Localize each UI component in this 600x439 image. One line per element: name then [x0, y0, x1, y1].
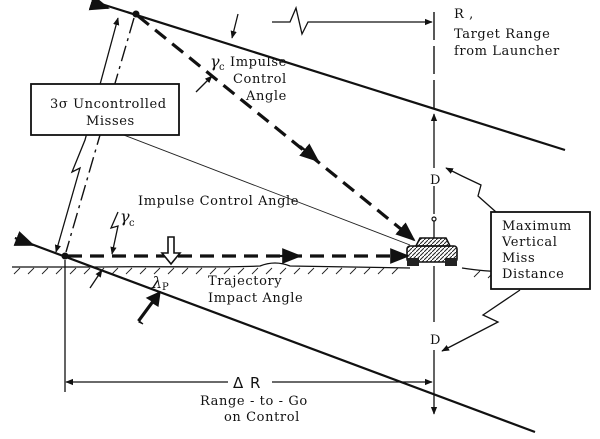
- lower-angle-label: Impulse Control Angle: [138, 194, 299, 209]
- upper-control-point: [132, 10, 140, 18]
- target-track-right: [445, 258, 457, 266]
- range-to-go-dimension: [64, 260, 433, 392]
- target-range-symbol: R ,: [454, 7, 474, 22]
- max-miss-label-2: Vertical: [501, 235, 557, 250]
- upper-angle-label-3: Angle: [245, 89, 287, 104]
- uncontrolled-misses-box: [30, 83, 180, 136]
- target-range-label-2: from Launcher: [454, 44, 560, 59]
- upper-d-label: D: [430, 173, 441, 188]
- delta-r-label: Δ R: [233, 374, 261, 392]
- upper-trajectory: [88, 0, 566, 152]
- max-miss-label-3: Miss: [502, 251, 535, 266]
- upper-gamma-subscript: c: [219, 62, 225, 73]
- uncontrolled-label-1: 3σ Uncontrolled: [50, 97, 167, 112]
- impact-angle-label-1: Trajectory: [208, 274, 282, 289]
- target-vehicle: [406, 216, 458, 266]
- leader-line-thin: [94, 123, 411, 246]
- impact-angle-arrows: [89, 236, 182, 325]
- impact-angle-arrow-top: [160, 236, 182, 266]
- target-range-arrow: [272, 5, 433, 36]
- max-miss-label-4: Distance: [502, 267, 564, 282]
- upper-trajectory-line: [94, 0, 566, 152]
- range-to-go-label-2: on Control: [224, 410, 300, 425]
- upper-gamma-arrow-bottom: [195, 75, 213, 93]
- uncontrolled-label-2: Misses: [86, 114, 135, 129]
- upper-gamma-symbol: γ: [210, 52, 220, 71]
- impact-angle-small-arrow: [89, 269, 103, 289]
- upper-controlled-arrow-mid: [299, 143, 320, 163]
- max-miss-leader-upper: [445, 167, 497, 213]
- lambda-symbol: λ: [151, 273, 162, 292]
- upper-trajectory-arrow: [88, 0, 110, 11]
- upper-gamma-arrow-top: [230, 13, 239, 39]
- lower-trajectory-arrow: [13, 231, 35, 247]
- target-turret: [414, 237, 452, 247]
- impact-angle-arrow-bottom: [137, 290, 161, 325]
- upper-angle-label-2: Control: [233, 72, 287, 87]
- ground-line: [12, 262, 411, 269]
- upper-controlled-arrow-end: [395, 222, 416, 242]
- upper-controlled-path: [136, 14, 414, 240]
- max-miss-label-1: Maximum: [502, 219, 572, 234]
- range-to-go-label-1: Range - to - Go: [200, 394, 308, 409]
- upper-angle-label-1: Impulse: [230, 55, 287, 70]
- lambda-subscript: P: [162, 282, 169, 293]
- max-miss-leader-lower: [441, 289, 521, 352]
- target-track-left: [407, 258, 419, 266]
- impact-angle-label-2: Impact Angle: [208, 291, 303, 306]
- target-range-label-1: Target Range: [454, 27, 550, 42]
- controlled-paths: [68, 14, 416, 264]
- lower-gamma-subscript: c: [129, 218, 135, 229]
- labels: R , Target Range from Launcher γ c Impul…: [50, 7, 572, 425]
- lower-gamma-symbol: γ: [120, 207, 130, 226]
- lower-gamma-leader: [109, 211, 119, 255]
- lower-control-point: [61, 252, 69, 260]
- max-miss-distance-box: [490, 211, 591, 290]
- lower-d-label: D: [430, 333, 441, 348]
- target-antenna-tip: [431, 216, 437, 222]
